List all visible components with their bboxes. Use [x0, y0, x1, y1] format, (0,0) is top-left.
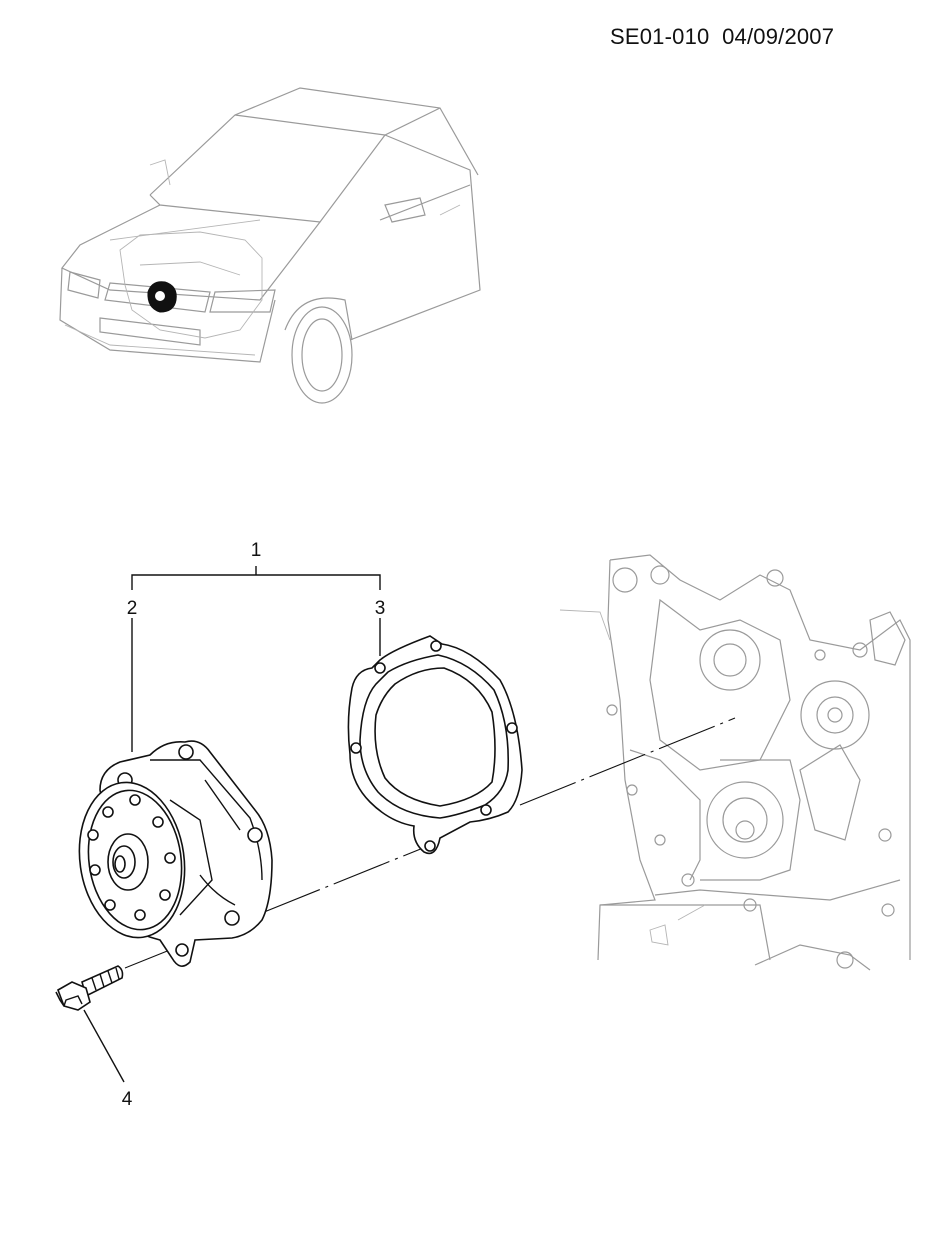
water-pump-bolt — [55, 965, 124, 1011]
callout-number-pump: 2 — [127, 598, 138, 619]
callout-number-gasket: 3 — [375, 598, 386, 619]
vehicle-locator-illustration — [59, 87, 481, 404]
callout-number-assembly: 1 — [251, 540, 262, 561]
water-pump — [78, 740, 273, 967]
assembly-bracket — [131, 566, 381, 590]
leader-line-bolt — [83, 1009, 125, 1083]
diagram-reference-code: SE01-010 04/09/2007 — [610, 24, 835, 49]
callout-number-bolt: 4 — [122, 1089, 133, 1110]
assembly-axis-line-upper — [519, 717, 736, 806]
engine-block-illustration — [559, 554, 911, 971]
water-pump-gasket — [347, 635, 523, 855]
